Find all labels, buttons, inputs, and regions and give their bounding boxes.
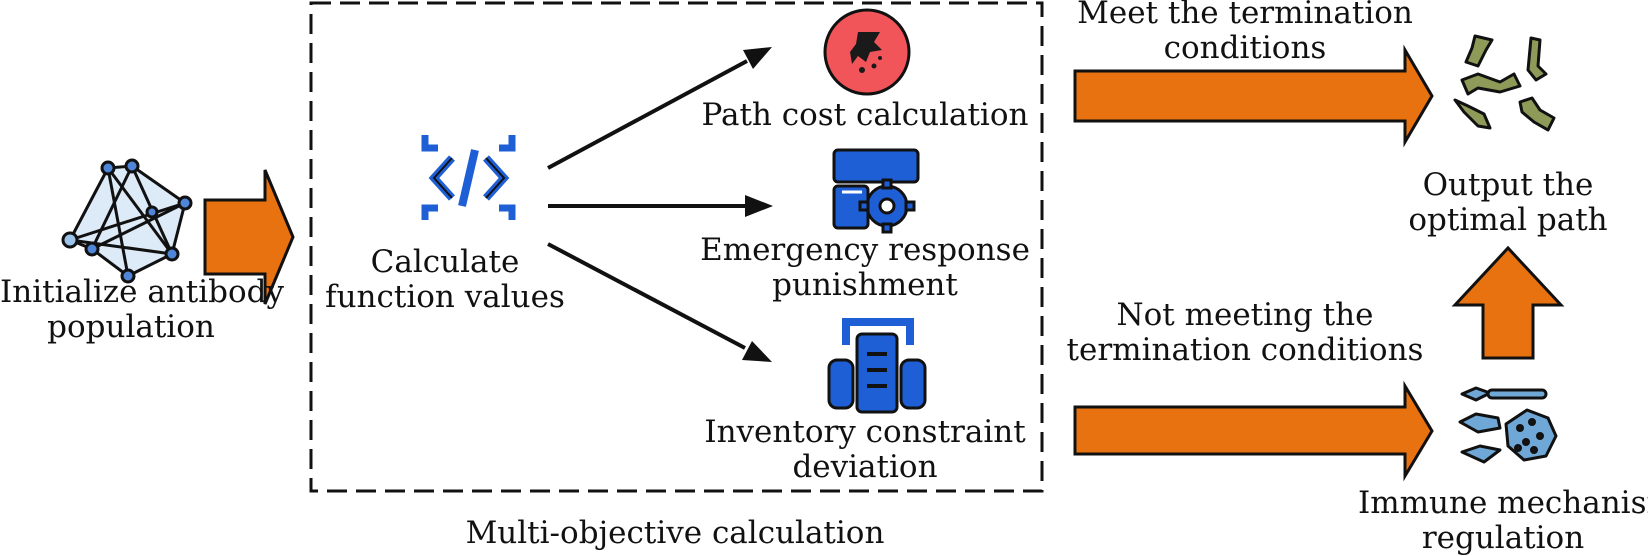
init-label-line-2: population bbox=[47, 309, 215, 345]
inventory-label: Inventory constraint deviation bbox=[700, 415, 1030, 485]
bone-fragments-icon bbox=[1453, 34, 1556, 132]
arrow-calc-to-emergency bbox=[548, 195, 773, 217]
arrow-not-meet-termination bbox=[1073, 380, 1434, 482]
arrow-immune-to-output bbox=[1451, 245, 1565, 360]
arrow-calc-to-path-cost bbox=[547, 47, 772, 170]
inventory-label-line-1: Inventory constraint bbox=[704, 414, 1026, 450]
meet-label: Meet the termination conditions bbox=[1045, 0, 1445, 66]
init-label-line-1: Initialize antibody bbox=[0, 274, 285, 310]
emergency-label-line-1: Emergency response bbox=[700, 232, 1030, 268]
emergency-label: Emergency response punishment bbox=[700, 233, 1030, 303]
output-label-line-1: Output the bbox=[1422, 167, 1594, 203]
init-label: Initialize antibody population bbox=[0, 274, 285, 345]
not-meet-label: Not meeting the termination conditions bbox=[1045, 298, 1445, 368]
emergency-label-line-2: punishment bbox=[772, 267, 958, 303]
arrow-init-to-calc bbox=[203, 169, 295, 305]
immune-label: Immune mechanism regulation bbox=[1358, 486, 1648, 556]
group-label-text: Multi-objective calculation bbox=[465, 515, 885, 551]
meet-label-line-1: Meet the termination bbox=[1077, 0, 1413, 31]
path-cost-label-text: Path cost calculation bbox=[701, 97, 1029, 133]
immune-label-line-2: regulation bbox=[1421, 520, 1585, 556]
immune-label-line-1: Immune mechanism bbox=[1358, 485, 1648, 521]
inventory-label-line-2: deviation bbox=[792, 449, 938, 485]
multi-objective-group-box bbox=[309, 1, 1044, 493]
network-icon bbox=[61, 158, 193, 284]
path-cost-label: Path cost calculation bbox=[700, 98, 1030, 133]
calc-label-line-1: Calculate bbox=[370, 244, 520, 280]
meet-label-line-2: conditions bbox=[1163, 30, 1327, 66]
server-gear-icon bbox=[832, 148, 920, 234]
not-meet-label-line-1: Not meeting the bbox=[1116, 297, 1374, 333]
immune-cells-icon bbox=[1458, 386, 1558, 464]
output-label-line-2: optimal path bbox=[1408, 202, 1608, 238]
output-label: Output the optimal path bbox=[1390, 168, 1626, 238]
machine-icon bbox=[827, 318, 927, 414]
arrow-calc-to-inventory bbox=[547, 242, 772, 362]
calc-label-line-2: function values bbox=[325, 279, 565, 315]
calc-label: Calculate function values bbox=[320, 245, 570, 315]
virus-icon bbox=[823, 8, 911, 96]
arrow-meet-termination bbox=[1073, 44, 1434, 148]
not-meet-label-line-2: termination conditions bbox=[1066, 332, 1424, 368]
code-icon bbox=[421, 135, 516, 220]
group-label: Multi-objective calculation bbox=[450, 516, 900, 551]
